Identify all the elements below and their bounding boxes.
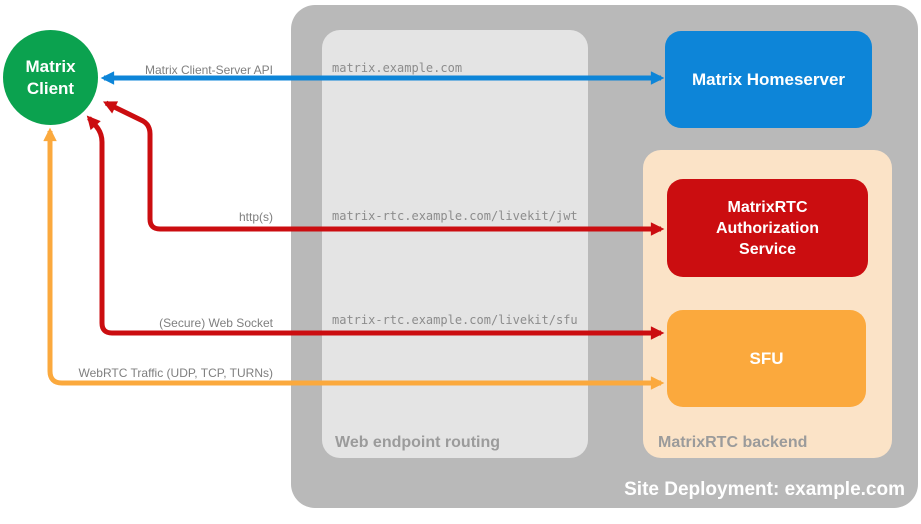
arrow-label-websocket: (Secure) Web Socket <box>159 316 273 330</box>
arrow-label-webrtc-traffic: WebRTC Traffic (UDP, TCP, TURNs) <box>78 366 274 380</box>
site-deployment-caption: Site Deployment: example.com <box>624 479 905 500</box>
matrixrtc-backend-caption: MatrixRTC backend <box>658 434 808 451</box>
matrix-homeserver-node: Matrix Homeserver <box>665 31 872 128</box>
sfu-label: SFU <box>749 348 784 368</box>
web-endpoint-routing-caption: Web endpoint routing <box>335 434 501 451</box>
sfu-node: SFU <box>667 310 866 407</box>
endpoint-livekit-jwt: matrix-rtc.example.com/livekit/jwt <box>332 209 578 223</box>
arrow-label-client-server-api: Matrix Client-Server API <box>144 63 273 77</box>
matrixrtc-auth-service-node: MatrixRTC Authorization Service <box>667 179 868 277</box>
matrix-client-label: Matrix Client <box>25 56 76 98</box>
endpoint-matrix-example-com: matrix.example.com <box>332 61 463 75</box>
matrix-homeserver-label: Matrix Homeserver <box>691 69 846 89</box>
arrow-label-https: http(s) <box>238 210 273 224</box>
matrix-client-node: Matrix Client <box>3 30 98 125</box>
web-endpoint-routing-box <box>322 30 588 458</box>
endpoint-livekit-sfu: matrix-rtc.example.com/livekit/sfu <box>332 313 578 327</box>
matrixrtc-auth-service-label: MatrixRTC Authorization Service <box>715 198 820 258</box>
